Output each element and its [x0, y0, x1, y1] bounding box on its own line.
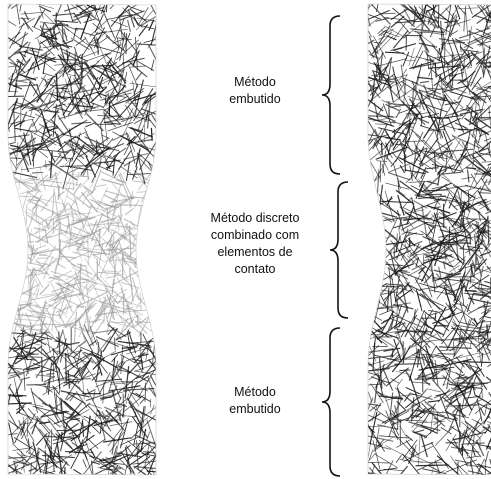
- brace-middle: [326, 180, 356, 320]
- region-label-top: Método embutido: [175, 74, 335, 108]
- region-label-middle: Método discreto combinado com elementos …: [175, 210, 335, 278]
- brace-bottom: [318, 326, 348, 478]
- right-specimen-fiber-network: [362, 0, 491, 479]
- left-specimen-fiber-network: [0, 0, 160, 479]
- brace-top: [318, 14, 348, 176]
- region-label-bottom: Método embutido: [175, 384, 335, 418]
